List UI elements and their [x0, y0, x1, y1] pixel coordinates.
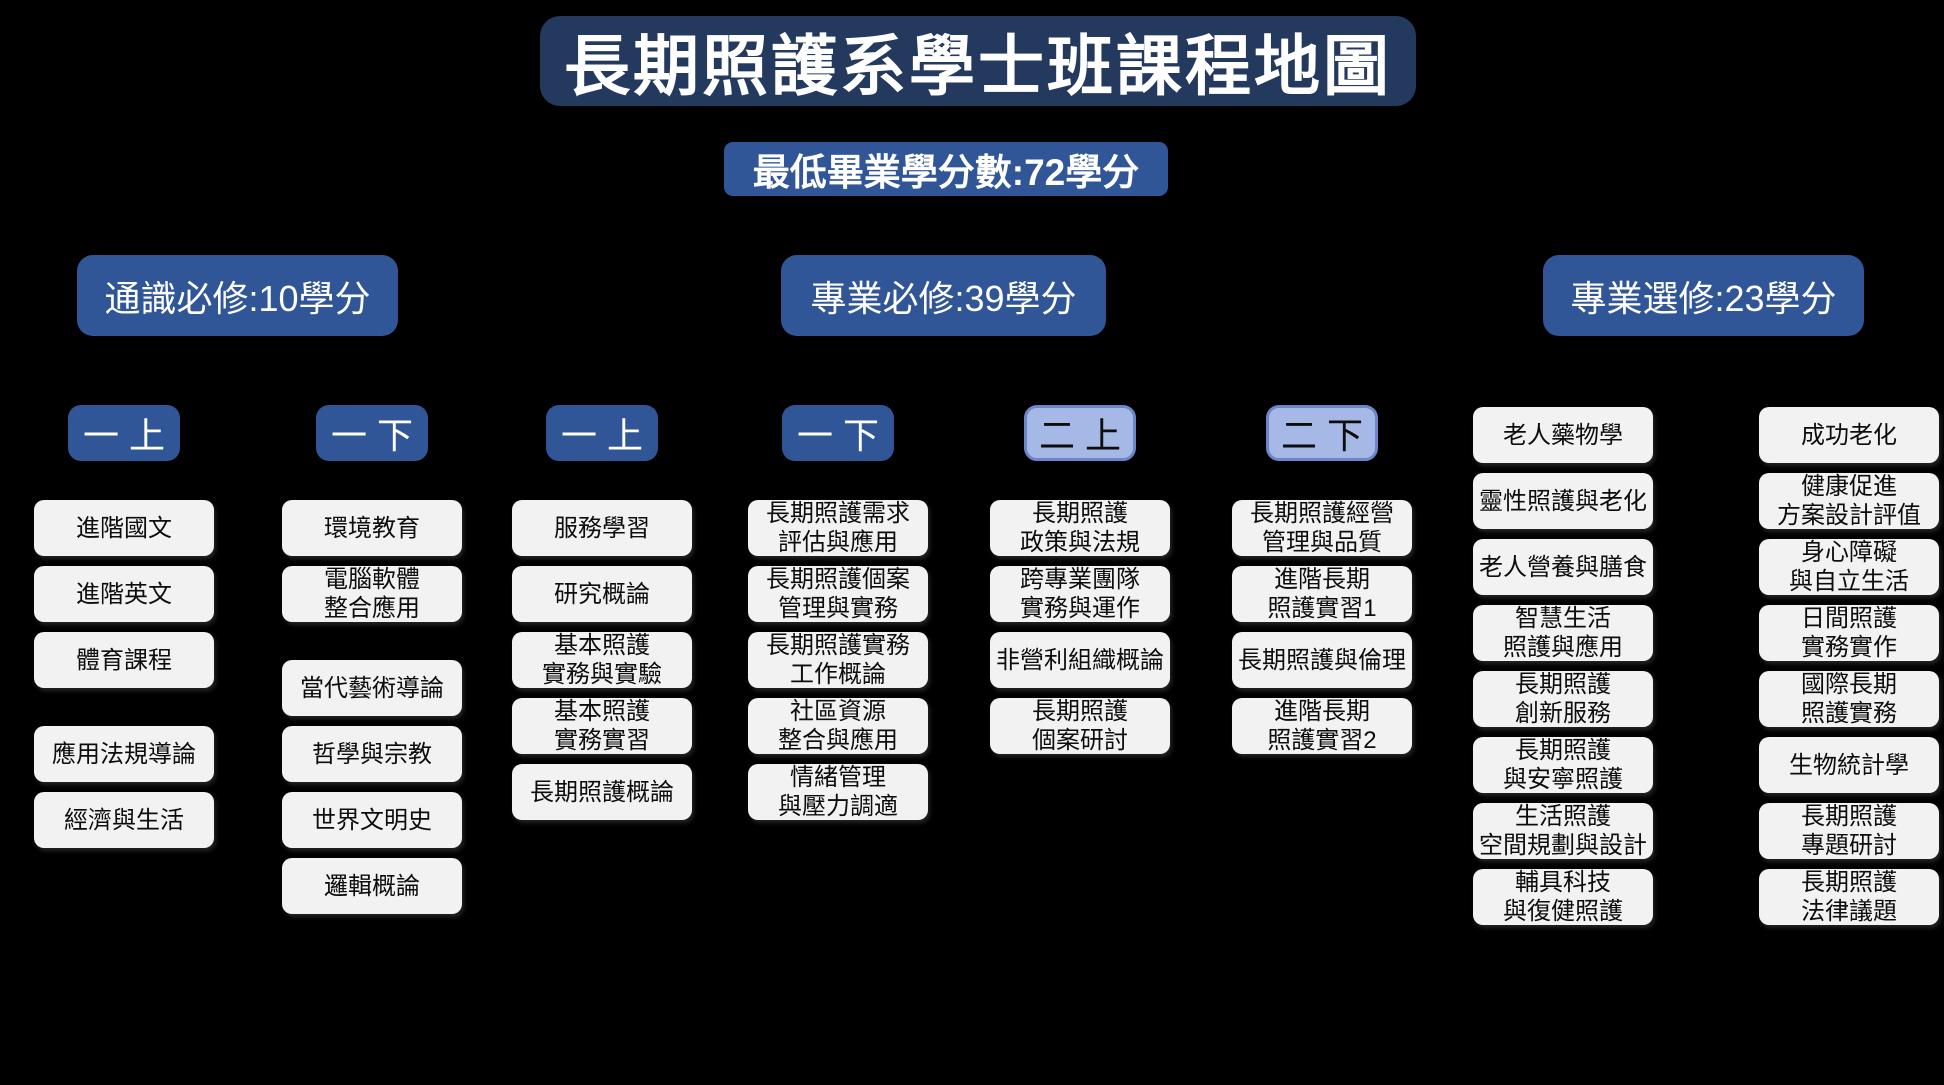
- course-box: 輔具科技 與復健照護: [1473, 869, 1653, 925]
- semester-chip: 一下: [316, 405, 428, 461]
- course-box: 長期照護 創新服務: [1473, 671, 1653, 727]
- course-box: 情緒管理 與壓力調適: [748, 764, 928, 820]
- course-box: 體育課程: [34, 632, 214, 688]
- course-group: 長期照護需求 評估與應用長期照護個案 管理與實務長期照護實務 工作概論社區資源 …: [748, 500, 928, 820]
- course-group: 當代藝術導論哲學與宗教世界文明史邏輯概論: [282, 660, 462, 914]
- section-header-professional-required: 專業必修:39學分: [781, 255, 1106, 336]
- course-box: 世界文明史: [282, 792, 462, 848]
- course-group: 應用法規導論經濟與生活: [34, 726, 214, 848]
- course-box: 長期照護概論: [512, 764, 692, 820]
- course-box: 老人營養與膳食: [1473, 539, 1653, 595]
- semester-column: 一下長期照護需求 評估與應用長期照護個案 管理與實務長期照護實務 工作概論社區資…: [748, 405, 928, 820]
- course-box: 進階國文: [34, 500, 214, 556]
- course-box: 經濟與生活: [34, 792, 214, 848]
- course-group: 進階國文進階英文體育課程: [34, 500, 214, 688]
- course-box: 長期照護 與安寧照護: [1473, 737, 1653, 793]
- course-box: 智慧生活 照護與應用: [1473, 605, 1653, 661]
- course-box: 非營利組織概論: [990, 632, 1170, 688]
- semester-chip: 二下: [1266, 405, 1378, 461]
- course-box: 社區資源 整合與應用: [748, 698, 928, 754]
- semester-chip: 一下: [782, 405, 894, 461]
- course-box: 國際長期 照護實務: [1759, 671, 1939, 727]
- semester-column: 二下長期照護經營 管理與品質進階長期 照護實習1 長期照護與倫理進階長期 照護實習…: [1232, 405, 1412, 754]
- course-group: 環境教育電腦軟體 整合應用: [282, 500, 462, 622]
- course-box: 長期照護 法律議題: [1759, 869, 1939, 925]
- semester-column: 一上進階國文進階英文體育課程應用法規導論經濟與生活: [34, 405, 214, 848]
- course-group: 成功老化健康促進 方案設計評值身心障礙 與自立生活日間照護 實務實作國際長期 照…: [1759, 407, 1939, 925]
- course-box: 應用法規導論: [34, 726, 214, 782]
- course-box: 靈性照護與老化: [1473, 473, 1653, 529]
- min-credits-badge: 最低畢業學分數:72學分: [724, 142, 1168, 196]
- section-header-general-required: 通識必修:10學分: [77, 255, 398, 336]
- page-title: 長期照護系學士班課程地圖: [540, 16, 1416, 106]
- course-box: 哲學與宗教: [282, 726, 462, 782]
- course-box: 研究概論: [512, 566, 692, 622]
- course-box: 長期照護與倫理: [1232, 632, 1412, 688]
- semester-chip: 一上: [68, 405, 180, 461]
- semester-chip: 二上: [1024, 405, 1136, 461]
- course-box: 老人藥物學: [1473, 407, 1653, 463]
- course-box: 進階英文: [34, 566, 214, 622]
- semester-column: 二上長期照護 政策與法規跨專業團隊 實務與運作非營利組織概論長期照護 個案研討: [990, 405, 1170, 754]
- course-box: 長期照護個案 管理與實務: [748, 566, 928, 622]
- semester-column: 成功老化健康促進 方案設計評值身心障礙 與自立生活日間照護 實務實作國際長期 照…: [1759, 407, 1939, 925]
- course-box: 基本照護 實務實習: [512, 698, 692, 754]
- course-box: 長期照護需求 評估與應用: [748, 500, 928, 556]
- course-box: 日間照護 實務實作: [1759, 605, 1939, 661]
- semester-column: 一下環境教育電腦軟體 整合應用當代藝術導論哲學與宗教世界文明史邏輯概論: [282, 405, 462, 914]
- course-group: 長期照護 政策與法規跨專業團隊 實務與運作非營利組織概論長期照護 個案研討: [990, 500, 1170, 754]
- course-box: 進階長期 照護實習1: [1232, 566, 1412, 622]
- course-box: 當代藝術導論: [282, 660, 462, 716]
- semester-chip: 一上: [546, 405, 658, 461]
- section-header-professional-elective: 專業選修:23學分: [1543, 255, 1864, 336]
- course-box: 長期照護經營 管理與品質: [1232, 500, 1412, 556]
- semester-column: 老人藥物學靈性照護與老化老人營養與膳食智慧生活 照護與應用長期照護 創新服務長期…: [1473, 407, 1653, 925]
- course-box: 健康促進 方案設計評值: [1759, 473, 1939, 529]
- course-group: 服務學習研究概論基本照護 實務與實驗基本照護 實務實習長期照護概論: [512, 500, 692, 820]
- course-box: 成功老化: [1759, 407, 1939, 463]
- course-box: 長期照護 個案研討: [990, 698, 1170, 754]
- course-box: 環境教育: [282, 500, 462, 556]
- course-box: 長期照護實務 工作概論: [748, 632, 928, 688]
- course-box: 服務學習: [512, 500, 692, 556]
- course-box: 長期照護 專題研討: [1759, 803, 1939, 859]
- course-box: 基本照護 實務與實驗: [512, 632, 692, 688]
- semester-column: 一上服務學習研究概論基本照護 實務與實驗基本照護 實務實習長期照護概論: [512, 405, 692, 820]
- course-box: 進階長期 照護實習2: [1232, 698, 1412, 754]
- course-box: 跨專業團隊 實務與運作: [990, 566, 1170, 622]
- course-box: 電腦軟體 整合應用: [282, 566, 462, 622]
- course-group: 老人藥物學靈性照護與老化老人營養與膳食智慧生活 照護與應用長期照護 創新服務長期…: [1473, 407, 1653, 925]
- course-box: 身心障礙 與自立生活: [1759, 539, 1939, 595]
- course-group: 長期照護經營 管理與品質進階長期 照護實習1 長期照護與倫理進階長期 照護實習2: [1232, 500, 1412, 754]
- course-box: 生物統計學: [1759, 737, 1939, 793]
- course-box: 邏輯概論: [282, 858, 462, 914]
- course-box: 長期照護 政策與法規: [990, 500, 1170, 556]
- course-box: 生活照護 空間規劃與設計: [1473, 803, 1653, 859]
